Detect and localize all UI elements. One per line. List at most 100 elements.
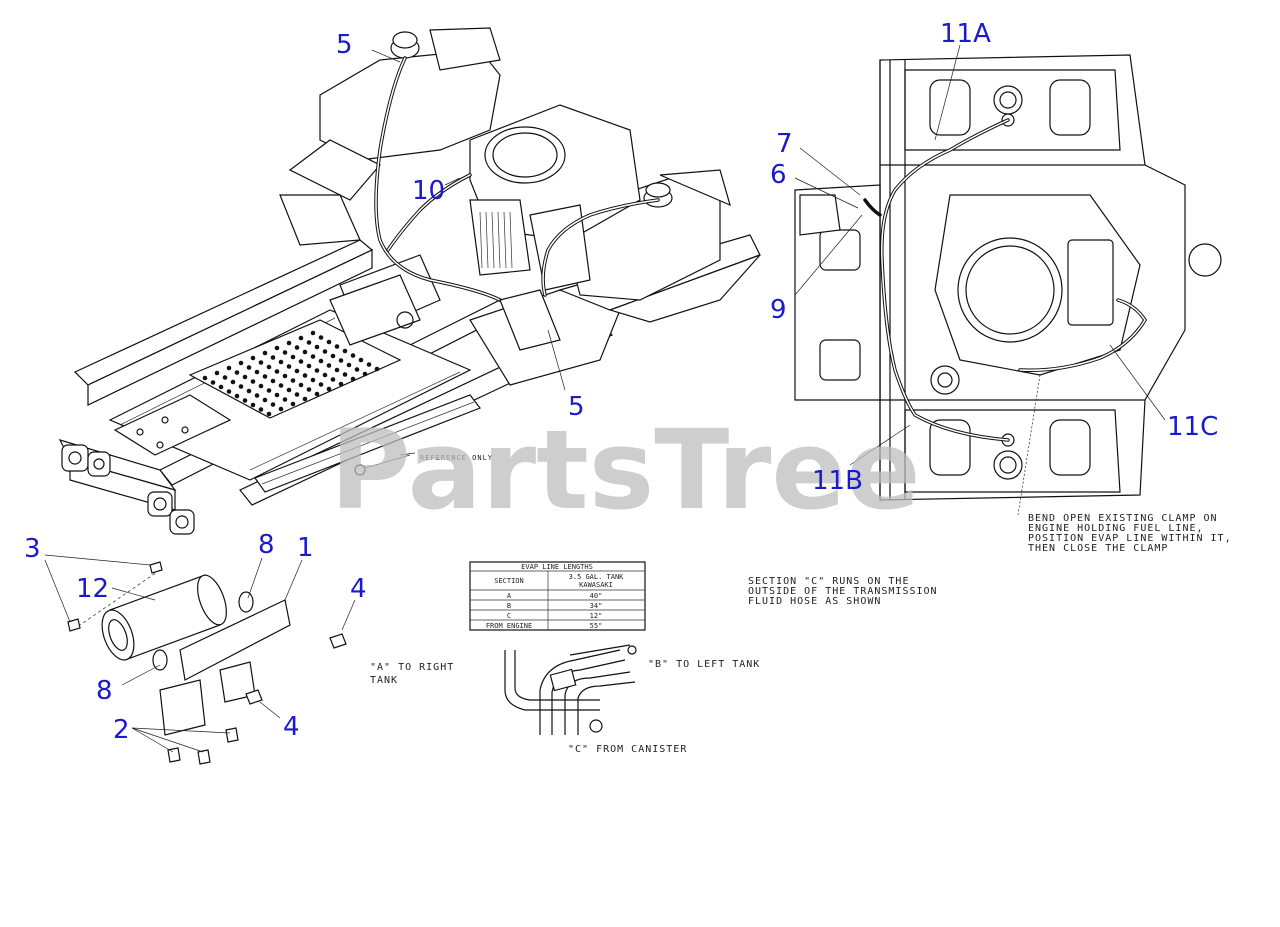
foot-plate-hole bbox=[290, 378, 296, 383]
foot-plate-hole bbox=[238, 360, 244, 366]
reference-only-note: REFERENCE ONLY bbox=[420, 454, 493, 462]
foot-plate-hole bbox=[242, 374, 248, 380]
foot-plate-hole bbox=[334, 344, 340, 349]
foot-plate-hole bbox=[318, 335, 324, 340]
clamp-note-line: POSITION EVAP LINE WITHIN IT, bbox=[1028, 533, 1232, 544]
section-c-note-line: SECTION "C" RUNS ON THE bbox=[748, 576, 909, 587]
foot-plate-hole bbox=[226, 389, 232, 394]
foot-plate-hole bbox=[278, 383, 284, 388]
foot-plate-hole bbox=[298, 382, 304, 388]
foot-plate-hole bbox=[202, 375, 208, 381]
clamp-note-line: BEND OPEN EXISTING CLAMP ON bbox=[1028, 513, 1218, 524]
callout-numbers: 5 10 5 11A 7 6 9 11C 11B 3 12 8 1 4 8 4 … bbox=[24, 19, 1218, 745]
table-cell: C bbox=[507, 612, 511, 620]
evap-table: EVAP LINE LENGTHS SECTION 3.5 GAL. TANK … bbox=[469, 561, 646, 631]
callout-11a: 11A bbox=[940, 19, 991, 49]
foot-plate-hole bbox=[374, 366, 380, 372]
table-cell: 34" bbox=[590, 602, 603, 610]
foot-plate-hole bbox=[282, 373, 288, 379]
table-cell: A bbox=[507, 592, 512, 600]
foot-plate-hole bbox=[330, 353, 336, 359]
foot-plate-hole bbox=[290, 354, 296, 360]
foot-plate-hole bbox=[354, 367, 360, 372]
foot-plate-hole bbox=[258, 407, 264, 412]
foot-plate-hole bbox=[314, 368, 320, 373]
foot-plate-hole bbox=[342, 372, 348, 377]
foot-plate-hole bbox=[250, 379, 256, 384]
foot-plate-hole bbox=[334, 367, 340, 373]
mower-frame-assembly bbox=[58, 27, 761, 535]
foot-plate-hole bbox=[282, 350, 288, 355]
table-cell: 55" bbox=[590, 622, 603, 630]
foot-plate-hole bbox=[326, 339, 332, 345]
foot-plate-hole bbox=[262, 374, 268, 379]
foot-plate-hole bbox=[310, 377, 316, 383]
foot-plate-hole bbox=[246, 388, 252, 394]
foot-plate-hole bbox=[322, 349, 328, 354]
foot-plate-hole bbox=[286, 340, 292, 346]
foot-plate-hole bbox=[250, 355, 256, 361]
foot-plate-hole bbox=[346, 362, 352, 368]
callout-7: 7 bbox=[776, 129, 793, 159]
table-cell: 40" bbox=[590, 592, 603, 600]
clamp-note-line: ENGINE HOLDING FUEL LINE, bbox=[1028, 523, 1204, 534]
foot-plate-hole bbox=[326, 386, 332, 392]
foot-plate-hole bbox=[270, 378, 276, 384]
foot-plate-hole bbox=[294, 368, 300, 374]
callout-9: 9 bbox=[770, 295, 787, 325]
foot-plate-hole bbox=[238, 384, 244, 389]
callout-12: 12 bbox=[76, 574, 109, 604]
foot-plate-hole bbox=[274, 392, 280, 398]
foot-plate-hole bbox=[342, 348, 348, 354]
foot-plate-hole bbox=[330, 377, 336, 382]
foot-plate-hole bbox=[358, 357, 364, 363]
c-canister-note: "C" FROM CANISTER bbox=[568, 744, 687, 755]
callout-2: 2 bbox=[113, 715, 130, 745]
foot-plate-hole bbox=[306, 363, 312, 369]
foot-plate-hole bbox=[302, 373, 308, 378]
foot-plate-hole bbox=[286, 387, 292, 393]
foot-plate-hole bbox=[274, 369, 280, 374]
callout-11b: 11B bbox=[812, 466, 863, 496]
callout-11c: 11C bbox=[1167, 412, 1218, 442]
foot-plate-hole bbox=[350, 353, 356, 358]
foot-plate-hole bbox=[234, 393, 240, 399]
foot-plate-hole bbox=[310, 330, 316, 336]
diagram-notes: REFERENCE ONLY BEND OPEN EXISTING CLAMP … bbox=[370, 454, 1232, 755]
callout-10: 10 bbox=[412, 176, 445, 206]
callout-4-top: 4 bbox=[350, 574, 367, 604]
foot-plate-hole bbox=[366, 362, 372, 367]
table-header-tank: 3.5 GAL. TANK bbox=[569, 573, 625, 581]
foot-plate-hole bbox=[298, 359, 304, 364]
clamp-note-line: THEN CLOSE THE CLAMP bbox=[1028, 543, 1168, 554]
foot-plate-hole bbox=[262, 397, 268, 403]
foot-plate-hole bbox=[222, 375, 228, 380]
foot-plate-hole bbox=[226, 365, 232, 371]
table-cell: FROM ENGINE bbox=[486, 622, 532, 630]
foot-plate-hole bbox=[302, 349, 308, 355]
foot-plate-hole bbox=[338, 381, 344, 387]
foot-plate-hole bbox=[214, 370, 220, 376]
section-c-note-line: OUTSIDE OF THE TRANSMISSION bbox=[748, 586, 938, 597]
foot-plate-hole bbox=[250, 402, 256, 408]
foot-plate-hole bbox=[258, 360, 264, 365]
callout-1: 1 bbox=[297, 533, 314, 563]
table-cell: B bbox=[507, 602, 511, 610]
foot-plate-hole bbox=[294, 392, 300, 397]
callout-5-bottom: 5 bbox=[568, 392, 585, 422]
foot-plate-hole bbox=[338, 358, 344, 363]
foot-plate-hole bbox=[278, 359, 284, 365]
canister-exploded-view bbox=[44, 554, 356, 765]
foot-plate-hole bbox=[318, 358, 324, 364]
foot-plate-hole bbox=[350, 376, 356, 382]
foot-plate-hole bbox=[254, 369, 260, 375]
foot-plate-hole bbox=[262, 350, 268, 356]
foot-plate-hole bbox=[210, 380, 216, 385]
foot-plate-hole bbox=[266, 364, 272, 370]
callout-8-top: 8 bbox=[258, 530, 275, 560]
callout-4-bottom: 4 bbox=[283, 712, 300, 742]
foot-plate-hole bbox=[298, 335, 304, 341]
foot-plate-hole bbox=[266, 388, 272, 393]
foot-plate-hole bbox=[322, 372, 328, 378]
